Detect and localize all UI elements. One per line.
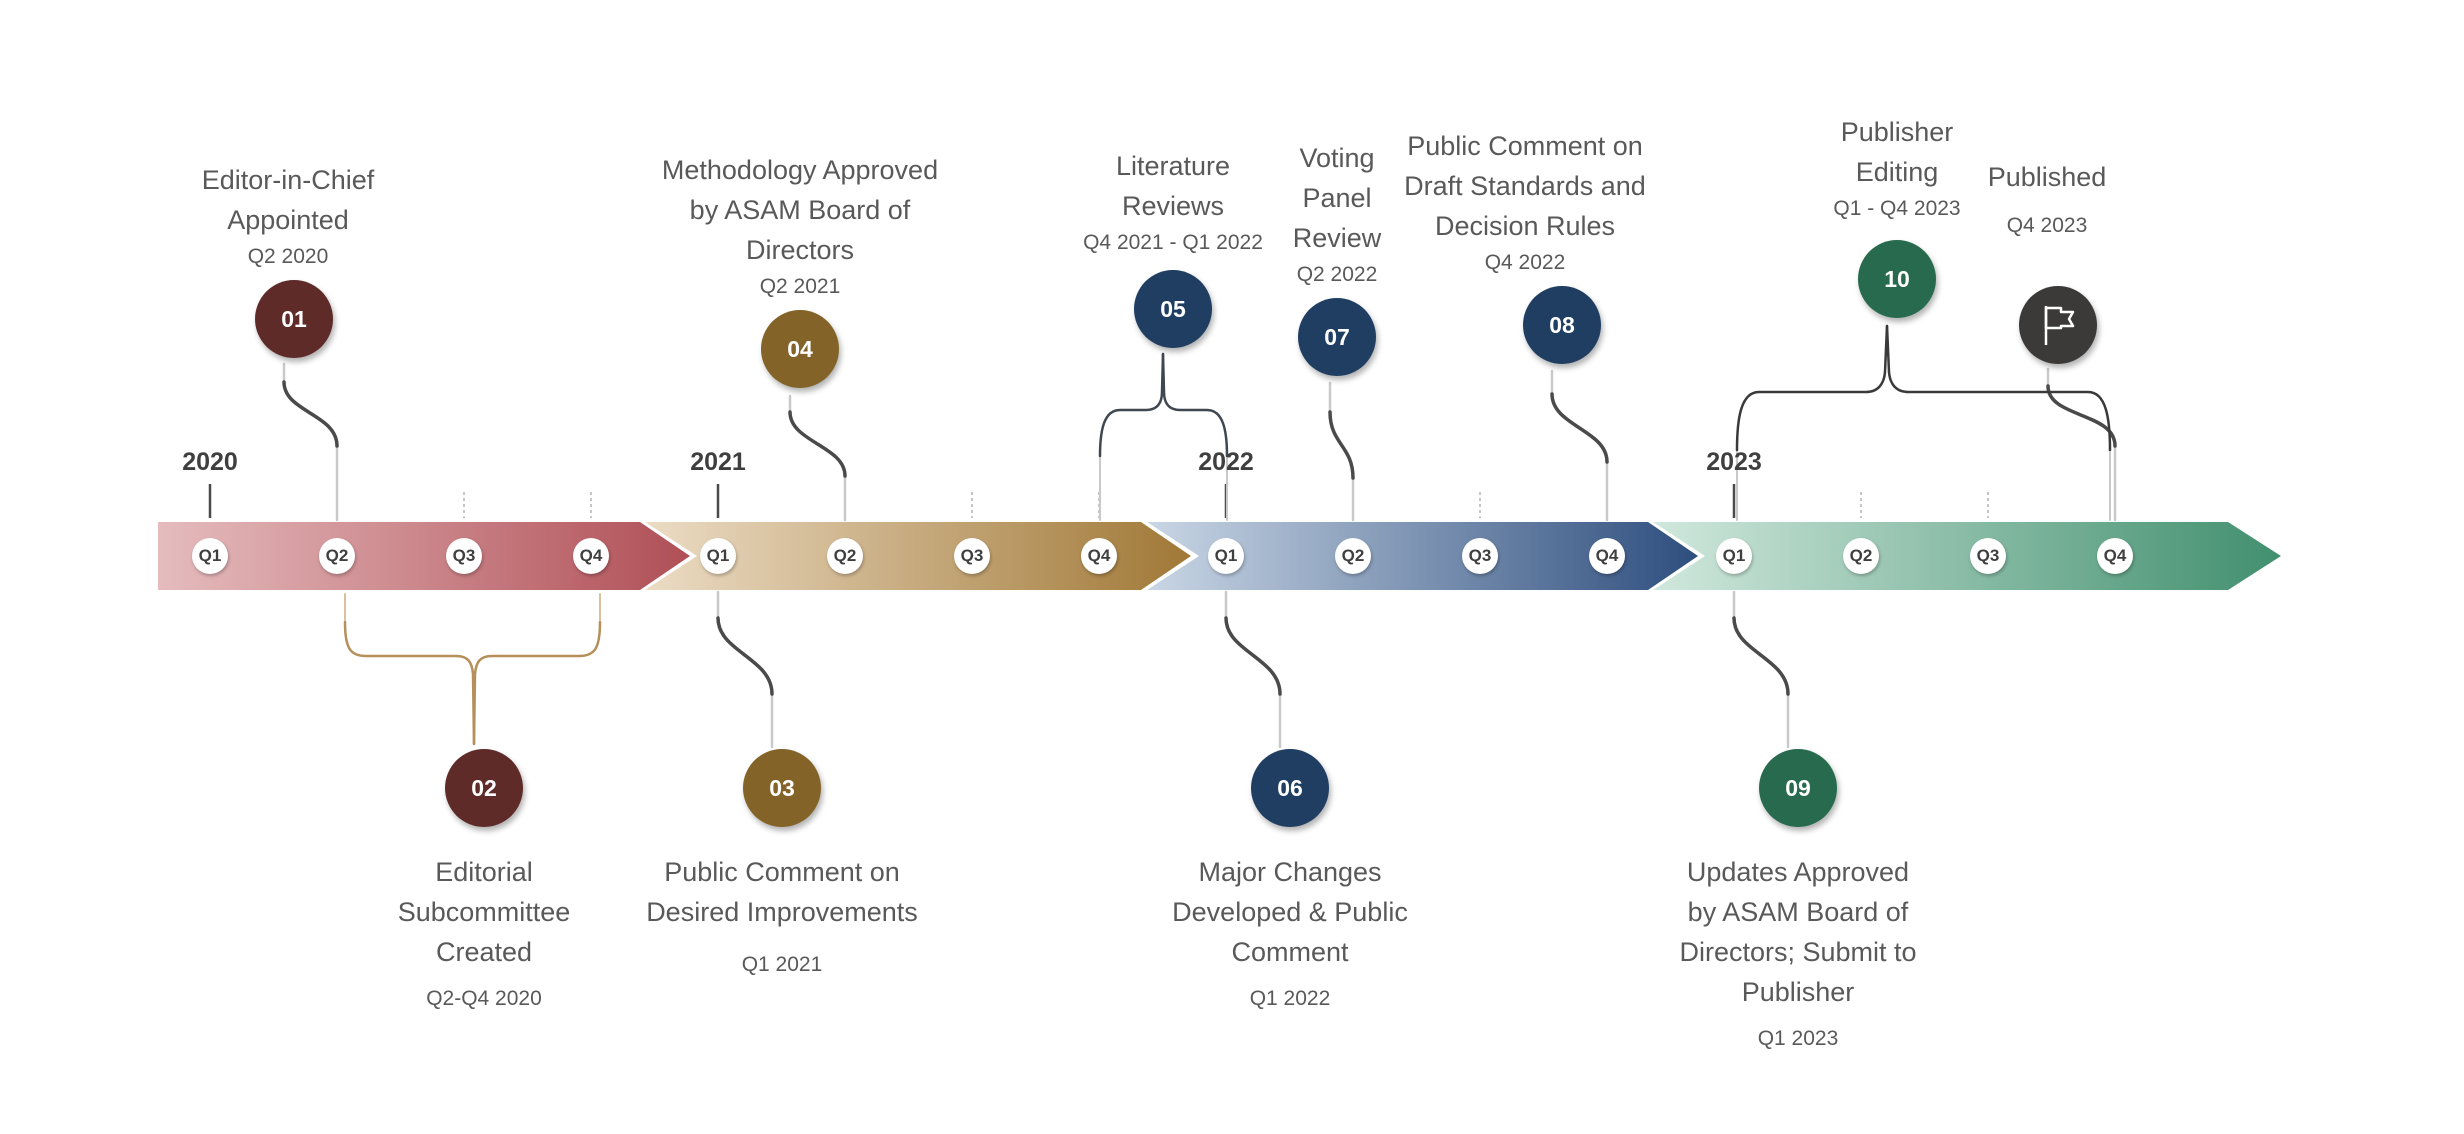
milestone-title: Public Comment on Draft Standards and De… — [1404, 131, 1646, 241]
milestone-03: 03 Public Comment on Desired Improvement… — [592, 749, 972, 980]
year-label-2021: 2021 — [690, 448, 746, 476]
milestone-title: Updates Approved by ASAM Board of Direct… — [1679, 857, 1917, 1007]
connector-01-dark — [282, 380, 339, 448]
milestone-title: Voting Panel Review — [1292, 143, 1382, 253]
quarter-marker-2022-q4: Q4 — [1589, 538, 1625, 574]
milestone-date: Q1 2022 — [1249, 987, 1331, 1010]
milestone-01: Editor-in-Chief Appointed Q2 2020 01 — [98, 160, 478, 358]
brace-05 — [1098, 352, 1229, 521]
milestone-07: Voting Panel Review Q2 2022 07 — [1147, 138, 1527, 376]
milestone-date: Q4 2021 - Q1 2022 — [1083, 231, 1263, 254]
year-label-2023: 2023 — [1706, 448, 1762, 476]
milestone-date: Q1 - Q4 2023 — [1833, 197, 1961, 220]
quarter-marker-2020-q4: Q4 — [573, 538, 609, 574]
connector-06-dark — [1224, 616, 1282, 696]
milestone-circle-10: 10 — [1858, 240, 1936, 318]
milestone-title: Literature Reviews — [1115, 151, 1231, 221]
milestone-date: Q1 2021 — [741, 953, 823, 976]
quarter-marker-2021-q3: Q3 — [954, 538, 990, 574]
connector-07-light — [1328, 381, 1355, 522]
milestone-date: Q1 2023 — [1757, 1027, 1839, 1050]
milestone-title: Major Changes Developed & Public Comment — [1172, 857, 1408, 967]
milestone-02: 02 Editorial Subcommittee Created Q2-Q4 … — [294, 749, 674, 1014]
milestone-circle-08: 08 — [1523, 286, 1601, 364]
milestone-date: Q2 2020 — [247, 245, 329, 268]
milestone-circle-published — [2019, 286, 2097, 364]
flag-icon — [2044, 306, 2075, 345]
milestone-date: Q2-Q4 2020 — [426, 987, 542, 1010]
milestone-title: Public Comment on Desired Improvements — [646, 857, 918, 927]
milestone-title: Editor-in-Chief Appointed — [201, 165, 375, 235]
milestone-circle-01: 01 — [255, 280, 333, 358]
connector-03-dark — [716, 616, 774, 696]
brace-02 — [343, 593, 602, 746]
milestone-title: Methodology Approved by ASAM Board of Di… — [661, 155, 939, 265]
segment-2023 — [1653, 522, 2281, 590]
milestone-date: Q2 2021 — [759, 275, 841, 298]
milestone-09: 09 Updates Approved by ASAM Board of Dir… — [1608, 749, 1988, 1054]
connector-published-dark — [2046, 384, 2117, 448]
connector-04-dark — [788, 410, 847, 478]
milestone-title: Editorial Subcommittee Created — [397, 857, 571, 967]
milestone-date: Q4 2023 — [2006, 214, 2088, 237]
milestone-04: Methodology Approved by ASAM Board of Di… — [610, 150, 990, 388]
connector-07-dark — [1328, 410, 1355, 480]
segment-2022 — [1147, 522, 1698, 590]
year-label-2020: 2020 — [182, 448, 238, 476]
quarter-marker-2020-q2: Q2 — [319, 538, 355, 574]
milestone-circle-09: 09 — [1759, 749, 1837, 827]
quarter-marker-2021-q2: Q2 — [827, 538, 863, 574]
quarter-marker-2023-q2: Q2 — [1843, 538, 1879, 574]
quarter-marker-2020-q3: Q3 — [446, 538, 482, 574]
segment-2020 — [158, 522, 690, 590]
segment-2021 — [645, 522, 1191, 590]
quarter-marker-2023-q4: Q4 — [2097, 538, 2133, 574]
milestone-circle-02: 02 — [445, 749, 523, 827]
milestone-05: Literature Reviews Q4 2021 - Q1 2022 05 — [983, 146, 1363, 348]
milestone-title: Publisher Editing — [1840, 117, 1954, 187]
milestone-circle-07: 07 — [1298, 298, 1376, 376]
milestone-circle-03: 03 — [743, 749, 821, 827]
connector-01-light — [282, 362, 339, 522]
quarter-marker-2020-q1: Q1 — [192, 538, 228, 574]
milestone-circle-06: 06 — [1251, 749, 1329, 827]
quarter-marker-2022-q2: Q2 — [1335, 538, 1371, 574]
milestone-circle-04: 04 — [761, 310, 839, 388]
milestone-published: Published Q4 2023 — [1857, 157, 2237, 364]
milestone-circle-05: 05 — [1134, 270, 1212, 348]
year-label-2022: 2022 — [1198, 448, 1254, 476]
quarter-marker-2022-q1: Q1 — [1208, 538, 1244, 574]
quarter-marker-2022-q3: Q3 — [1462, 538, 1498, 574]
quarter-marker-2023-q1: Q1 — [1716, 538, 1752, 574]
milestone-date: Q4 2022 — [1484, 251, 1566, 274]
quarter-marker-2021-q1: Q1 — [700, 538, 736, 574]
milestone-08: Public Comment on Draft Standards and De… — [1335, 126, 1715, 364]
milestone-title: Published — [1987, 162, 2107, 192]
quarter-marker-2023-q3: Q3 — [1970, 538, 2006, 574]
quarter-marker-2021-q4: Q4 — [1081, 538, 1117, 574]
connector-09-dark — [1732, 616, 1790, 696]
connector-08-light — [1550, 369, 1609, 522]
milestone-date: Q2 2022 — [1296, 263, 1378, 286]
brace-10 — [1735, 324, 2112, 521]
milestone-10: Publisher Editing Q1 - Q4 2023 10 — [1707, 112, 2087, 318]
connector-08-dark — [1550, 392, 1609, 464]
milestone-06: 06 Major Changes Developed & Public Comm… — [1100, 749, 1480, 1014]
